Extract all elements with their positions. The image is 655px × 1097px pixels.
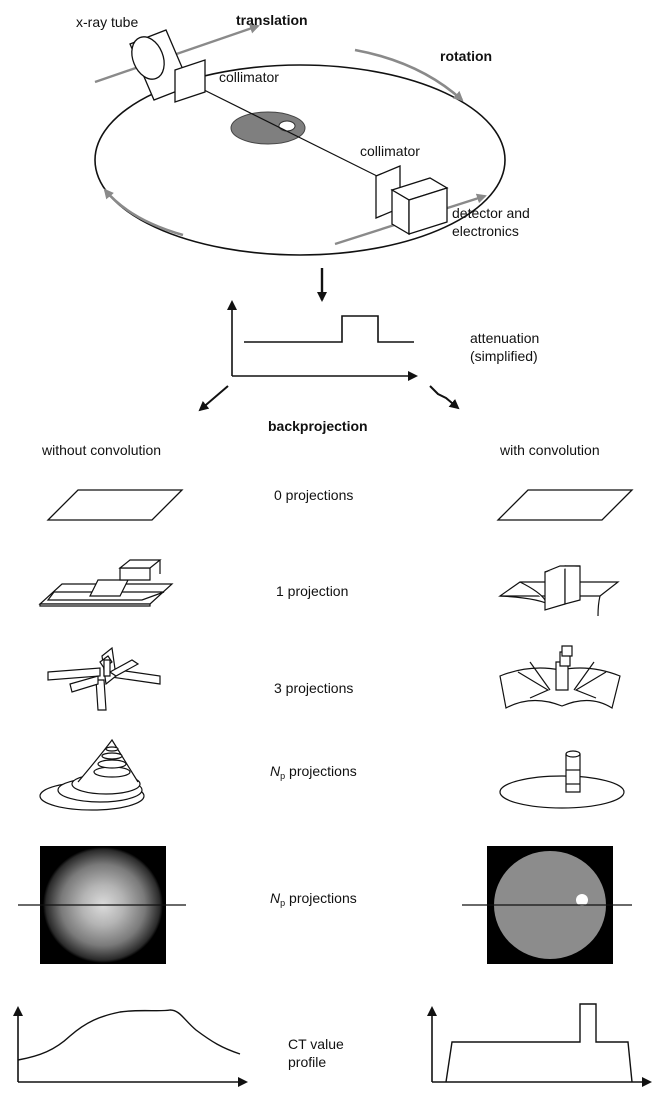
label-without-convolution: without convolution (42, 442, 162, 458)
label-detector-line1: detector and (452, 205, 530, 221)
label-rotation: rotation (440, 48, 493, 64)
np-left-cone (39, 738, 145, 811)
label-collimator-bottom: collimator (360, 143, 420, 159)
attenuation-profile (244, 315, 414, 343)
attenuation-graph (227, 300, 418, 381)
image-right (462, 846, 632, 964)
label-profile: profile (288, 1054, 327, 1070)
label-attenuation-line2: (simplified) (470, 348, 538, 364)
proj1-left (38, 559, 174, 607)
np-right-cylinder (499, 750, 625, 809)
label-collimator-top: collimator (219, 69, 279, 85)
proj3-right (499, 645, 621, 709)
object-insert (278, 120, 296, 132)
label-np-projections-3d: Np projections (270, 763, 357, 784)
label-detector-line2: electronics (452, 223, 519, 239)
label-xray-tube: x-ray tube (76, 14, 139, 30)
np2-subscript: p (280, 898, 286, 908)
plane-right (496, 489, 634, 521)
np-text: projections (285, 763, 357, 779)
detector-box (390, 177, 449, 236)
label-np-projections-image: Np projections (270, 890, 357, 911)
label-translation: translation (236, 12, 308, 28)
np-subscript: p (280, 771, 286, 781)
label-backprojection: backprojection (268, 418, 368, 434)
profile-left (13, 1006, 248, 1087)
rotation-arrow-top (354, 48, 464, 102)
profile-right (427, 1003, 652, 1087)
plane-left (46, 489, 184, 521)
gantry-ring (94, 64, 506, 256)
profile-left-curve (17, 1009, 241, 1061)
beam-line (179, 77, 386, 181)
label-ct-value: CT value (288, 1036, 344, 1052)
np2-symbol: N (270, 890, 281, 906)
label-with-convolution: with convolution (500, 442, 600, 458)
diag-arrow-right (429, 385, 460, 410)
rotation-arrow-bottom (103, 188, 184, 237)
label-attenuation-line1: attenuation (470, 330, 540, 346)
proj3-left (47, 646, 161, 711)
collimator-top (174, 59, 206, 103)
label-1-projection: 1 projection (276, 583, 349, 599)
label-3-projections: 3 projections (274, 680, 354, 696)
label-0-projections: 0 projections (274, 487, 354, 503)
np2-text: projections (285, 890, 357, 906)
image-left (18, 846, 186, 964)
diag-arrow-left (198, 385, 229, 412)
gantry (94, 23, 506, 256)
np-symbol: N (270, 763, 281, 779)
profile-right-curve (445, 1003, 633, 1083)
patient-object (230, 111, 306, 145)
proj1-right (498, 565, 620, 617)
